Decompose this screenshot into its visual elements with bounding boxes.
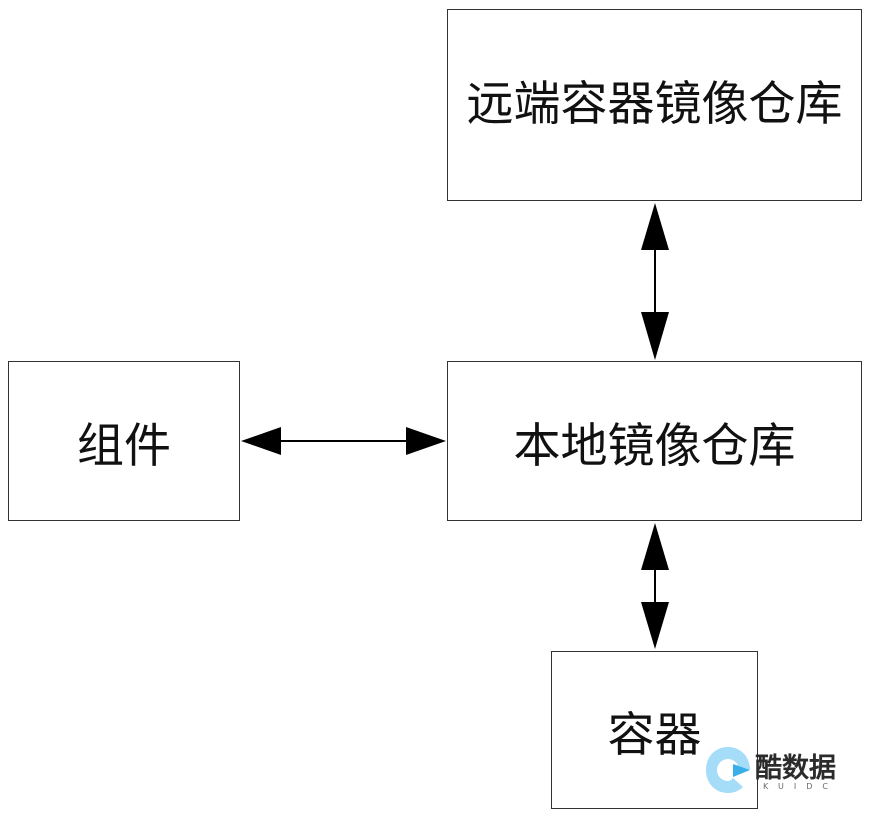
component-local-arrow (241, 427, 446, 455)
container-label: 容器 (607, 707, 702, 763)
local-container-arrow (641, 523, 669, 649)
watermark: 酷数据 KUIDC (703, 744, 863, 796)
watermark-logo-icon (706, 747, 750, 793)
watermark-text: 酷数据 (755, 753, 836, 784)
local-image-registry-node: 本地镜像仓库 (447, 361, 862, 521)
watermark-subtext: KUIDC (763, 782, 838, 791)
remote-local-arrow (641, 203, 669, 360)
remote-container-registry-label: 远端容器镜像仓库 (466, 77, 843, 132)
component-label: 组件 (77, 418, 171, 474)
remote-container-registry-node: 远端容器镜像仓库 (447, 9, 862, 201)
component-node: 组件 (8, 361, 240, 521)
local-image-registry-label: 本地镜像仓库 (513, 418, 796, 474)
